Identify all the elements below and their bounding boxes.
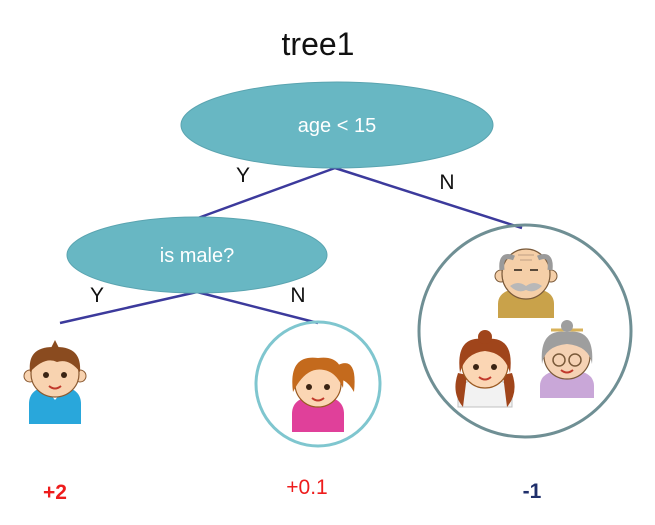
- node-is-male-label: is male?: [160, 245, 234, 267]
- edge-root-no: [334, 166, 523, 230]
- node-root-ellipse: [180, 81, 494, 169]
- leaf-boy-value: +2: [43, 481, 67, 504]
- woman-icon: [455, 330, 515, 408]
- boy-icon: [23, 340, 87, 424]
- leaf-girl-value: +0.1: [286, 476, 327, 499]
- node-is-male-ellipse: [66, 216, 328, 294]
- edge-label-root-yes: Y: [236, 164, 250, 187]
- edge-male-no: [196, 290, 319, 325]
- grandpa-icon: [494, 248, 558, 318]
- leaf-girl-ring: [254, 320, 382, 448]
- edge-label-male-yes: Y: [90, 284, 104, 307]
- edge-root-yes: [197, 166, 336, 220]
- leaf-adults-value: -1: [523, 480, 542, 503]
- girl-icon: [292, 357, 355, 432]
- edges: [59, 166, 523, 325]
- grandma-icon: [540, 320, 594, 398]
- node-is-male: is male?: [66, 216, 328, 294]
- node-root-label: age < 15: [298, 115, 376, 137]
- edge-label-male-no: N: [290, 284, 305, 307]
- diagram-title: tree1: [282, 26, 355, 62]
- edge-male-yes: [59, 290, 198, 325]
- node-root: age < 15: [180, 81, 494, 169]
- leaf-adults-ring: [417, 223, 633, 439]
- edge-label-root-no: N: [439, 171, 454, 194]
